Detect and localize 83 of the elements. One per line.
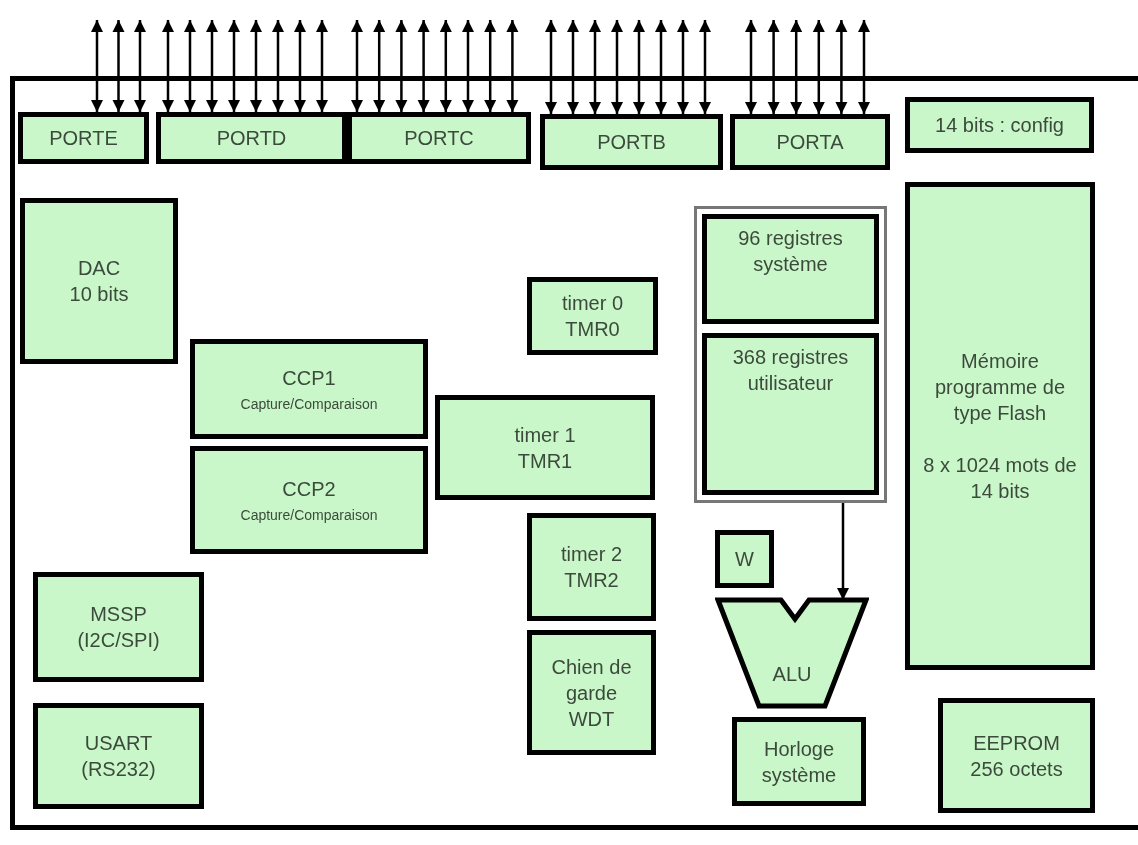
block-box xyxy=(730,114,890,170)
pin-arrow xyxy=(395,20,408,112)
block-box xyxy=(20,198,178,364)
block-label: MSSP (I2C/SPI) xyxy=(76,602,161,653)
pin-arrow xyxy=(484,20,497,112)
pin-arrow xyxy=(417,20,430,112)
block-label: PORTB xyxy=(597,130,666,155)
block-box xyxy=(715,530,774,588)
block-label: PORTE xyxy=(49,126,118,151)
pin-arrow xyxy=(545,20,557,114)
block-label: ALU xyxy=(772,662,812,687)
alu-shape xyxy=(715,597,869,709)
pin-arrow xyxy=(655,20,667,114)
block-sublabel: Capture/Comparaison xyxy=(240,394,378,414)
block-box xyxy=(190,339,428,439)
block-label: W xyxy=(735,547,754,572)
block-label: Chien de garde WDT xyxy=(550,654,633,732)
block-label: PORTD xyxy=(216,126,287,151)
pin-arrow xyxy=(506,20,519,112)
block-sublabel: Capture/Comparaison xyxy=(240,505,378,525)
block-box xyxy=(18,112,149,164)
block-label: CCP2 xyxy=(282,476,336,502)
pin-arrow xyxy=(745,20,757,114)
block-box xyxy=(540,114,723,170)
block-box xyxy=(527,630,656,755)
block-box xyxy=(905,182,1095,670)
pin-arrow xyxy=(812,20,825,114)
pin-arrow xyxy=(439,20,452,112)
pin-arrow xyxy=(272,20,284,112)
pin-arrow xyxy=(567,20,579,114)
pin-arrow xyxy=(677,20,689,114)
block-box xyxy=(702,333,879,495)
block-label: Horloge système xyxy=(760,736,838,788)
block-label: CCP1 xyxy=(282,365,336,391)
block-box xyxy=(435,395,655,500)
pin-arrow xyxy=(134,20,146,112)
block-label: timer 0 TMR0 xyxy=(560,291,625,342)
block-label: 96 registres système xyxy=(737,226,844,277)
pin-arrow xyxy=(790,20,803,114)
block-label: 368 registres utilisateur xyxy=(731,345,850,396)
block-box xyxy=(732,717,866,806)
block-box xyxy=(938,698,1095,813)
block-label: DAC 10 bits xyxy=(68,256,130,307)
pin-arrow xyxy=(462,20,474,112)
pin-arrow xyxy=(633,20,645,114)
arrow xyxy=(837,503,849,600)
block-box xyxy=(33,703,204,809)
block-label: Mémoire programme de type Flash xyxy=(933,349,1067,426)
block-sublabel: 8 x 1024 mots de 14 bits xyxy=(922,453,1078,504)
block-box xyxy=(347,112,531,164)
block-box xyxy=(527,277,658,355)
block-label: EEPROM 256 octets xyxy=(969,730,1064,782)
pin-arrow xyxy=(858,20,870,114)
pin-arrow xyxy=(835,20,848,114)
pin-arrow xyxy=(112,20,125,112)
pin-arrow xyxy=(316,20,328,112)
block-box xyxy=(702,214,879,324)
pin-arrow xyxy=(228,20,240,112)
register-group-frame xyxy=(694,206,887,503)
block-box xyxy=(905,97,1094,153)
block-box xyxy=(156,112,347,164)
pin-arrow xyxy=(767,20,780,114)
pin-arrow xyxy=(162,20,174,112)
pin-arrow xyxy=(589,20,601,114)
block-label: PORTC xyxy=(404,126,474,151)
block-label: timer 2 TMR2 xyxy=(559,542,624,593)
pin-arrow xyxy=(250,20,262,112)
block-label: PORTA xyxy=(776,130,844,155)
pin-arrow xyxy=(699,20,711,114)
pin-arrow xyxy=(206,20,218,112)
pin-arrow xyxy=(351,20,363,112)
chip-outline xyxy=(10,76,1138,830)
pin-arrow xyxy=(91,20,103,112)
pin-arrow xyxy=(184,20,196,112)
block-label: 14 bits : config xyxy=(935,113,1064,138)
pin-arrow xyxy=(294,20,306,112)
block-label: timer 1 TMR1 xyxy=(513,422,577,474)
block-box xyxy=(527,513,656,621)
block-box xyxy=(33,572,204,682)
pin-arrow xyxy=(373,20,386,112)
block-box xyxy=(190,446,428,554)
pin-arrow xyxy=(611,20,623,114)
block-label: USART (RS232) xyxy=(80,731,157,782)
